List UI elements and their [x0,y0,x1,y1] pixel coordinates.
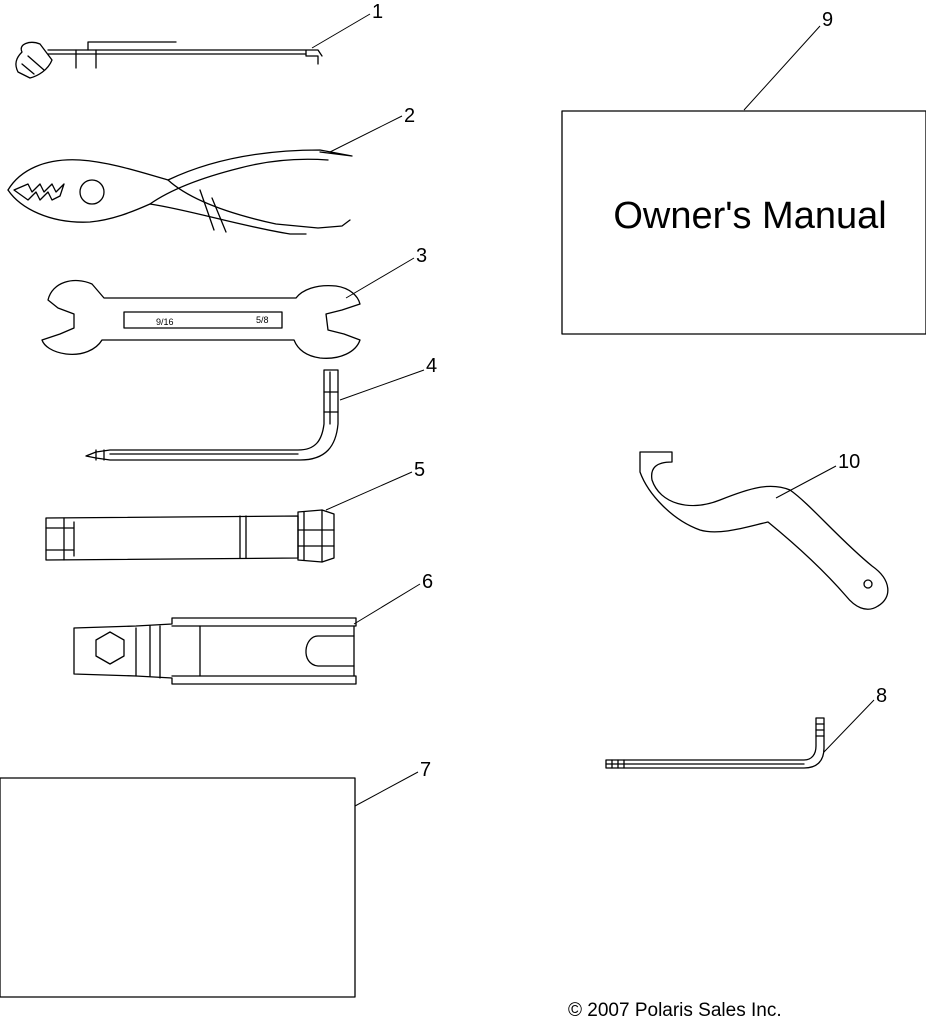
callout-6: 6 [353,571,433,625]
wrench-size-right: 5/8 [256,315,269,325]
owners-manual-title: Owner's Manual [613,195,886,237]
callout-5-label: 5 [414,459,425,481]
callout-1-label: 1 [372,1,383,23]
part-10-spanner-wrench [639,451,889,610]
callout-3-label: 3 [416,245,427,267]
callout-4: 4 [339,355,437,401]
callout-9-label: 9 [822,9,833,31]
callout-2: 2 [329,105,415,153]
wrench-size-left: 9/16 [156,317,174,327]
callout-1: 1 [311,1,383,49]
callout-3: 3 [345,245,427,299]
part-8-hex-key [605,717,825,769]
part-4-l-screwdriver [85,369,339,461]
callout-5: 5 [325,459,425,511]
callout-4-label: 4 [426,355,437,377]
part-1-tool [15,41,323,79]
callout-7-label: 7 [420,759,431,781]
part-3-open-end-wrench: 9/16 5/8 [41,279,361,359]
part-6-box-wrench [73,617,357,685]
part-7-card [0,777,356,998]
callout-8: 8 [823,685,887,753]
part-2-pliers [7,149,353,235]
part-9-owners-manual: Owner's Manual [561,110,926,335]
part-5-socket-tube [45,509,335,563]
callout-2-label: 2 [404,105,415,127]
copyright-notice: © 2007 Polaris Sales Inc. [568,1000,782,1018]
callout-6-label: 6 [422,571,433,593]
callout-8-label: 8 [876,685,887,707]
callout-7: 7 [354,759,431,807]
callout-10: 10 [775,451,860,499]
callout-9: 9 [743,9,833,111]
callout-10-label: 10 [838,451,860,473]
